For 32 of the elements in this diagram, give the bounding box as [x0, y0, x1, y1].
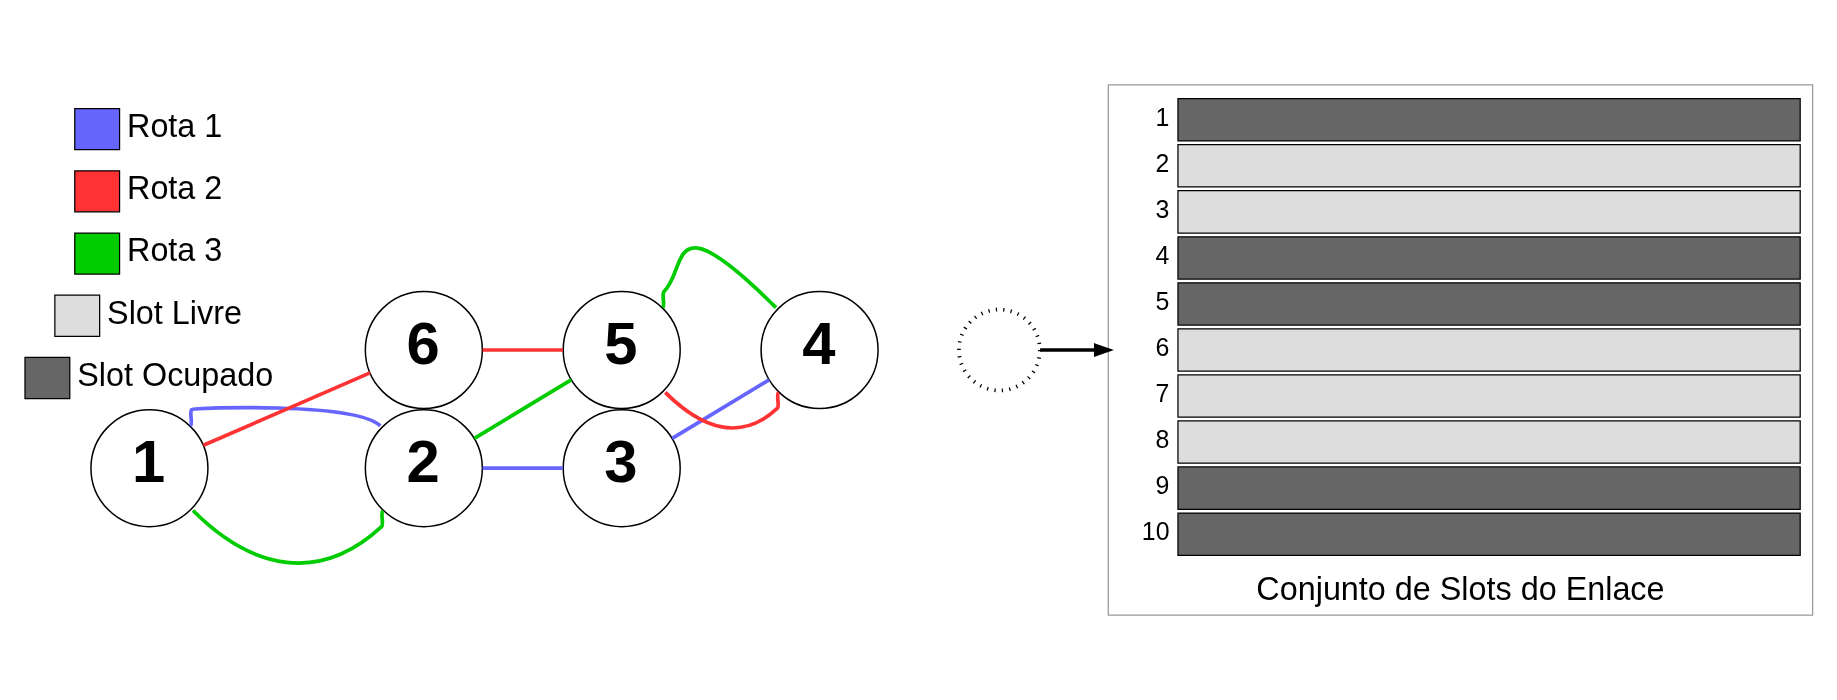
- node-circle: 2: [364, 409, 484, 528]
- node-label: 2: [1155, 149, 1170, 178]
- connector: [661, 246, 778, 310]
- node-label: 7: [1155, 379, 1170, 408]
- connector: [188, 405, 382, 428]
- node-circle: 5: [562, 290, 681, 410]
- connector: [663, 390, 781, 430]
- connector: [202, 371, 371, 447]
- node-label: 3: [1155, 195, 1170, 224]
- node-label: 9: [1155, 471, 1170, 500]
- node-label: 1: [1155, 103, 1170, 131]
- node-label: 6: [1155, 333, 1170, 362]
- node-label: 8: [1155, 425, 1170, 454]
- node-label: 10: [1141, 517, 1170, 546]
- legend-label: Rota 1: [127, 107, 223, 144]
- connector: [671, 378, 770, 440]
- node-circle: 4: [760, 290, 879, 410]
- arrow: [1040, 343, 1114, 357]
- legend-label: Slot Ocupado: [77, 356, 274, 393]
- node-circle: 3: [562, 409, 681, 528]
- node-circle: [957, 307, 1042, 393]
- node-circle: 1: [90, 409, 209, 528]
- connector: [191, 509, 385, 565]
- legend-label: Slot Livre: [107, 294, 242, 331]
- node-label: 5: [1155, 287, 1170, 316]
- node-circle: 6: [364, 290, 484, 410]
- connector: [482, 348, 563, 352]
- connector: [473, 378, 573, 440]
- connector: [482, 466, 563, 471]
- node-label: 4: [1155, 241, 1170, 270]
- legend-label: Rota 3: [127, 232, 223, 269]
- legend-label: Rota 2: [127, 170, 223, 207]
